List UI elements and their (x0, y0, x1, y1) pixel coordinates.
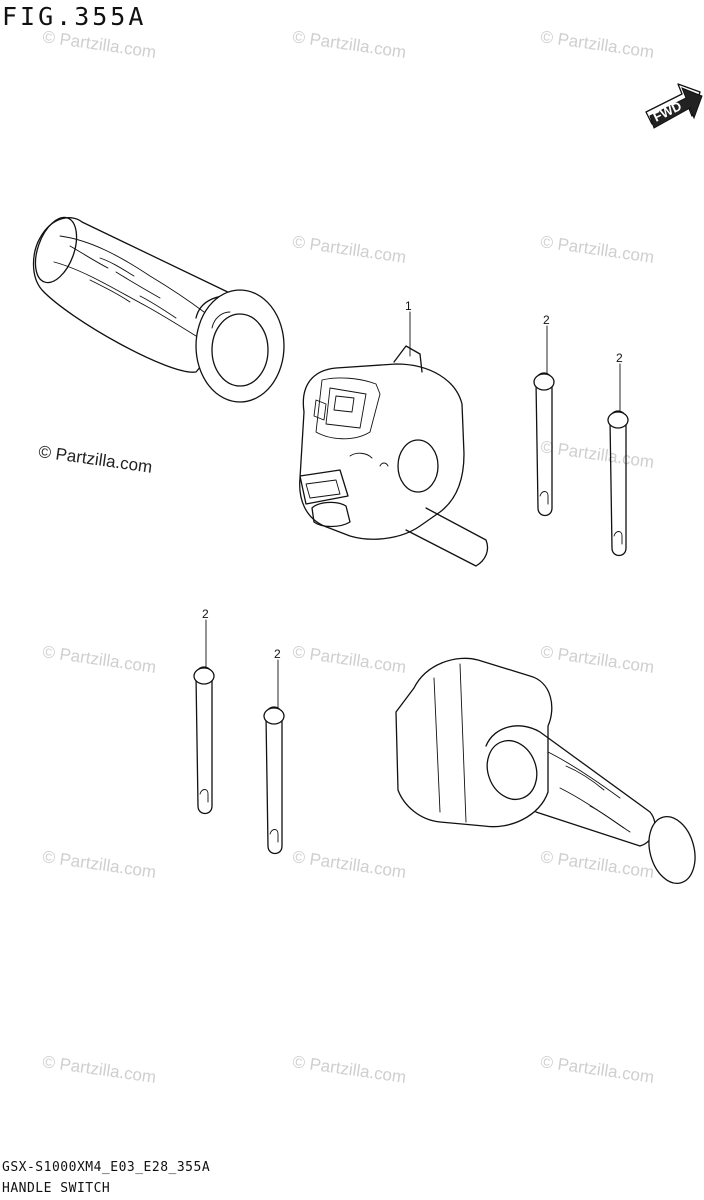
callout-number: 2 (616, 351, 623, 365)
callout-number: 1 (405, 299, 412, 313)
figure-title: FIG.355A (2, 2, 147, 31)
left-grip-illustration (32, 216, 285, 403)
strap-illustration (607, 410, 629, 557)
fwd-arrow-icon: FWD (645, 83, 703, 129)
callout-number: 2 (202, 607, 209, 621)
strap-illustration (193, 666, 215, 815)
model-code: GSX-S1000XM4_E03_E28_355A (2, 1160, 211, 1175)
strap-illustration (533, 372, 555, 517)
callout-number: 2 (274, 647, 281, 661)
handle-switch-illustration (299, 345, 489, 567)
strap-illustration (263, 706, 285, 855)
callout-number: 2 (543, 313, 550, 327)
figure-name: HANDLE SWITCH (2, 1181, 111, 1196)
right-grip-illustration (395, 657, 696, 884)
